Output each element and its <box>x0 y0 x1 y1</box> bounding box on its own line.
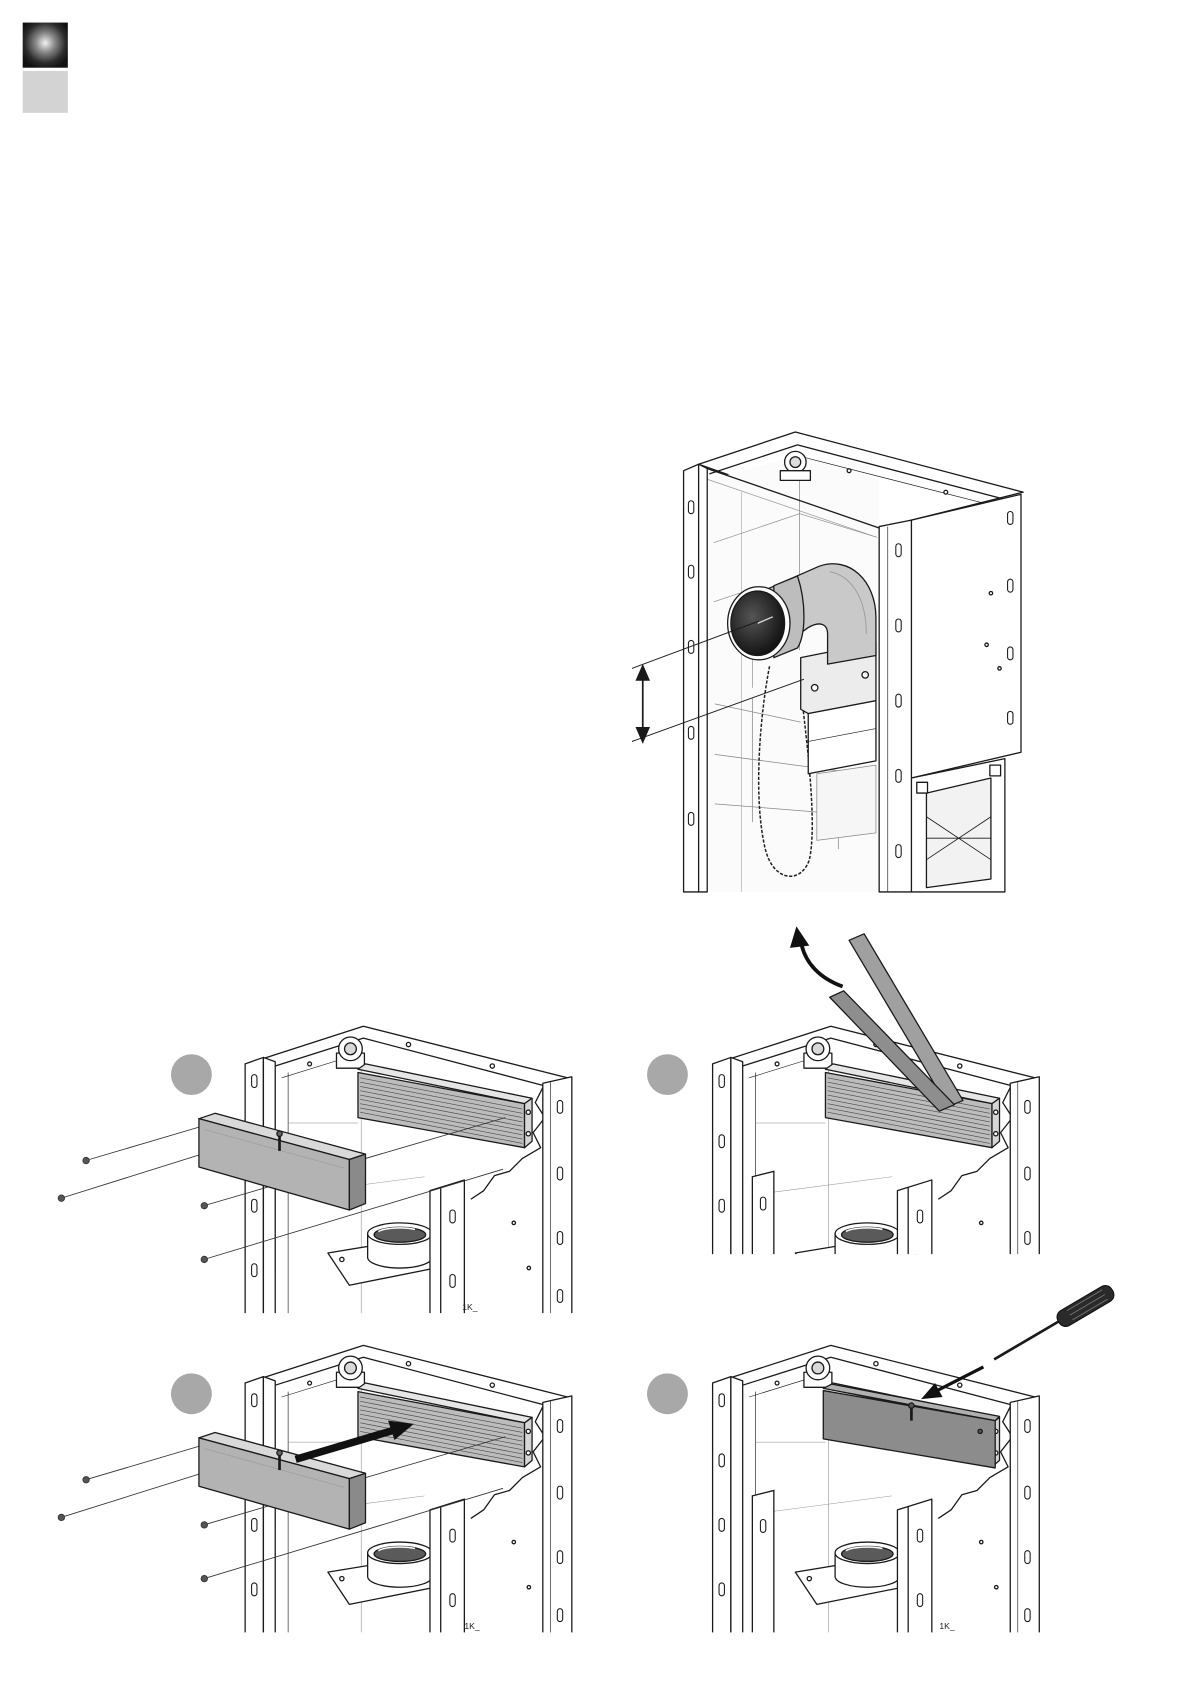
screwdriver-icon <box>994 1283 1117 1360</box>
step-1-figure: 1K_ <box>58 1026 572 1317</box>
lift-arrow-icon <box>790 926 843 986</box>
cabinet-open <box>713 1026 1040 1317</box>
cabinet-left-frame <box>684 464 699 892</box>
inner-channel <box>752 1171 773 1257</box>
figure-code: 1K_ <box>939 1621 954 1631</box>
step-marker <box>647 1054 688 1095</box>
step-3-figure: 1K_ <box>58 1345 572 1636</box>
inner-channel <box>752 1490 773 1635</box>
section-tab-active <box>23 23 68 68</box>
step-2-figure <box>647 926 1039 1317</box>
figure-code: 1K_ <box>462 1302 477 1312</box>
duct-connection-figure <box>684 432 1024 892</box>
step-marker <box>171 1054 212 1095</box>
cabinet-front-post <box>879 520 911 892</box>
step-4-figure: 1K_ <box>647 1283 1117 1637</box>
step-marker <box>647 1373 688 1414</box>
section-tab-inactive <box>23 71 68 113</box>
cabinet-right-panel <box>911 494 1021 778</box>
figure-code: 1K_ <box>464 1621 479 1631</box>
step-marker <box>171 1373 212 1414</box>
